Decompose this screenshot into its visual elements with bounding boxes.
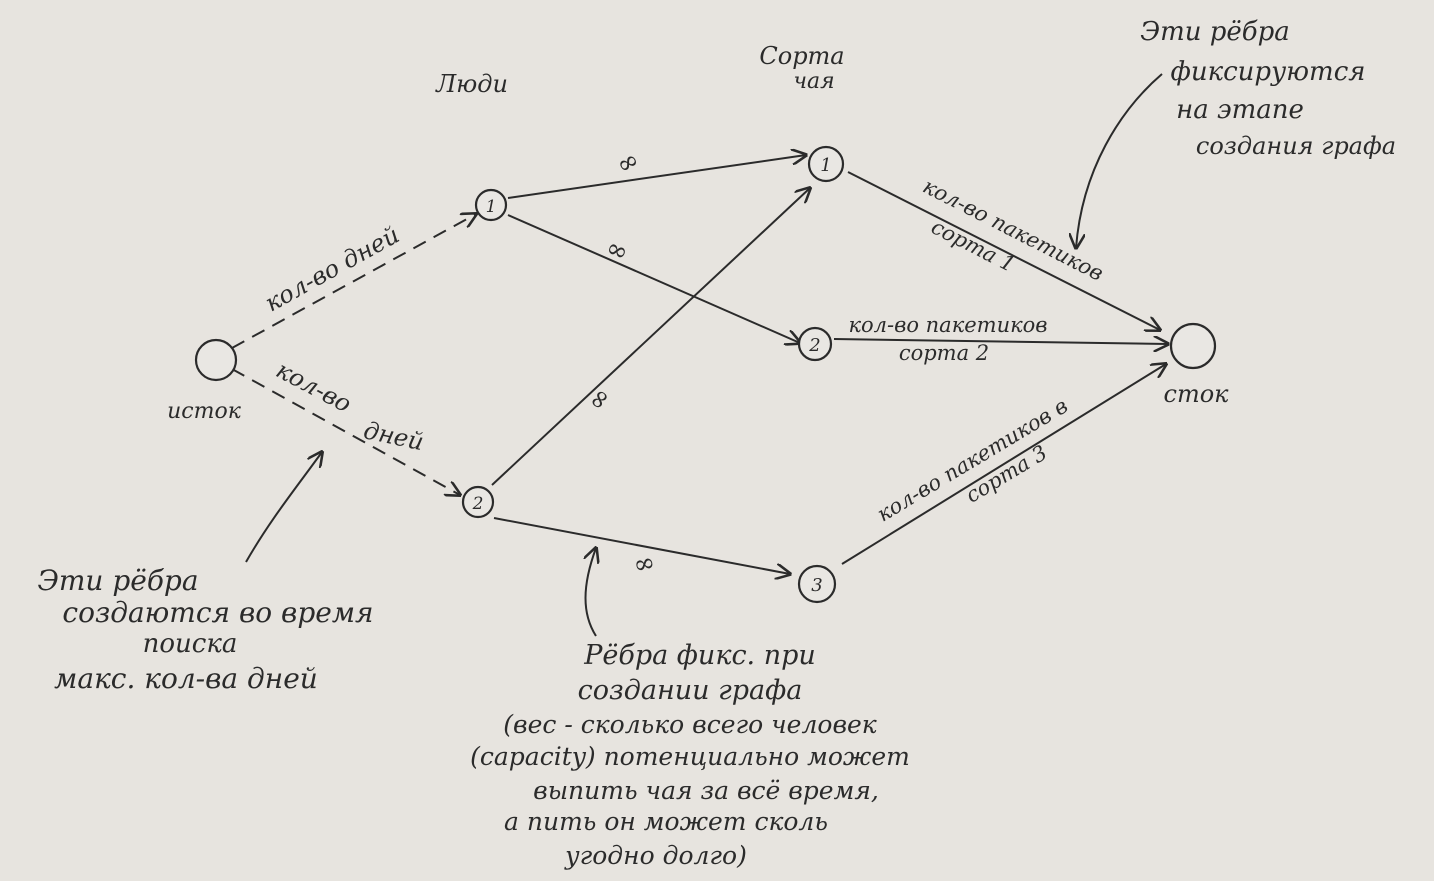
source-node xyxy=(194,338,238,382)
source-node-label: исток xyxy=(167,399,242,424)
edge-person-1-to-sort-1 xyxy=(507,155,806,199)
edge-sort-3-to-sink xyxy=(841,364,1166,565)
person-node-1: 1 xyxy=(474,188,508,222)
edge-person-2-to-sort-3 xyxy=(493,517,790,574)
edge-source-to-person-2 xyxy=(231,368,460,495)
edge-person-2-to-sort-1 xyxy=(491,188,810,486)
edge-label-source-to-person-1: кол-во дней xyxy=(260,221,404,318)
note-bottom-center-line-2: создании графа xyxy=(578,675,803,706)
sort-node-3-number: 3 xyxy=(811,575,822,596)
edge-label-source-to-person-2-line-2: дней xyxy=(361,416,426,456)
column-label-tea-sorts-line-1: Сорта xyxy=(759,42,844,70)
note-bottom-center: Рёбра фикс. при создании графа (вес - ск… xyxy=(470,640,910,870)
sort-node-2: 2 xyxy=(797,326,833,362)
note-bottom-left: Эти рёбра создаются во время поиска макс… xyxy=(37,564,373,695)
edge-label-sort-2-to-sink-line-1: кол-во пакетиков xyxy=(848,313,1047,337)
edge-label-person-1-to-sort-2: ∞ xyxy=(601,233,632,269)
edge-label-sort-2-to-sink-line-2: сорта 2 xyxy=(899,341,989,365)
edge-label-person-2-to-sort-3: ∞ xyxy=(631,547,658,581)
edge-label-person-1-to-sort-1: ∞ xyxy=(611,145,645,182)
note-bottom-center-line-1: Рёбра фикс. при xyxy=(583,640,816,671)
note-top-right: Эти рёбра фиксируются на этапе создания … xyxy=(1140,17,1396,160)
note-top-right-pointer xyxy=(1076,73,1163,248)
edge-sort-1-to-sink xyxy=(847,171,1160,330)
note-top-right-line-4: создания графа xyxy=(1196,132,1396,160)
note-bottom-center-line-5: выпить чая за всё время, xyxy=(533,776,879,805)
note-bottom-left-line-3: поиска xyxy=(143,629,238,659)
note-bottom-center-line-3: (вес - сколько всего человек xyxy=(503,710,877,739)
edge-person-1-to-sort-2 xyxy=(507,214,800,343)
person-node-1-number: 1 xyxy=(486,197,497,217)
note-bottom-center-line-6: а пить он может сколь xyxy=(504,807,828,836)
note-bottom-left-line-1: Эти рёбра xyxy=(37,564,198,597)
note-top-right-line-1: Эти рёбра xyxy=(1140,17,1290,47)
note-top-right-line-3: на этапе xyxy=(1176,95,1304,125)
sort-node-3: 3 xyxy=(797,564,837,604)
sort-node-1: 1 xyxy=(807,145,845,183)
note-bottom-left-line-4: макс. кол-ва дней xyxy=(54,662,318,695)
column-label-people: Люди xyxy=(435,70,508,98)
note-bottom-center-line-7: угодно долго) xyxy=(564,841,747,870)
column-label-tea-sorts-line-2: чая xyxy=(793,69,834,94)
person-node-2-number: 2 xyxy=(472,494,484,514)
note-top-right-line-2: фиксируются xyxy=(1171,57,1366,87)
note-bottom-left-pointer xyxy=(245,452,322,563)
note-bottom-left-line-2: создаются во время xyxy=(62,596,373,629)
sink-node xyxy=(1169,322,1217,370)
edge-label-person-2-to-sort-1: ∞ xyxy=(581,382,618,417)
note-bottom-center-line-4: (capacity) потенциально может xyxy=(470,742,910,771)
note-bottom-center-pointer xyxy=(586,548,597,637)
edge-source-to-person-1 xyxy=(231,214,476,349)
edge-label-source-to-person-2-line-1: кол-во xyxy=(272,356,356,419)
sort-node-2-number: 2 xyxy=(808,335,820,356)
sink-node-label: сток xyxy=(1164,380,1230,408)
sort-node-1-number: 1 xyxy=(820,155,831,176)
person-node-2: 2 xyxy=(461,485,495,519)
edge-sort-2-to-sink xyxy=(833,339,1168,344)
